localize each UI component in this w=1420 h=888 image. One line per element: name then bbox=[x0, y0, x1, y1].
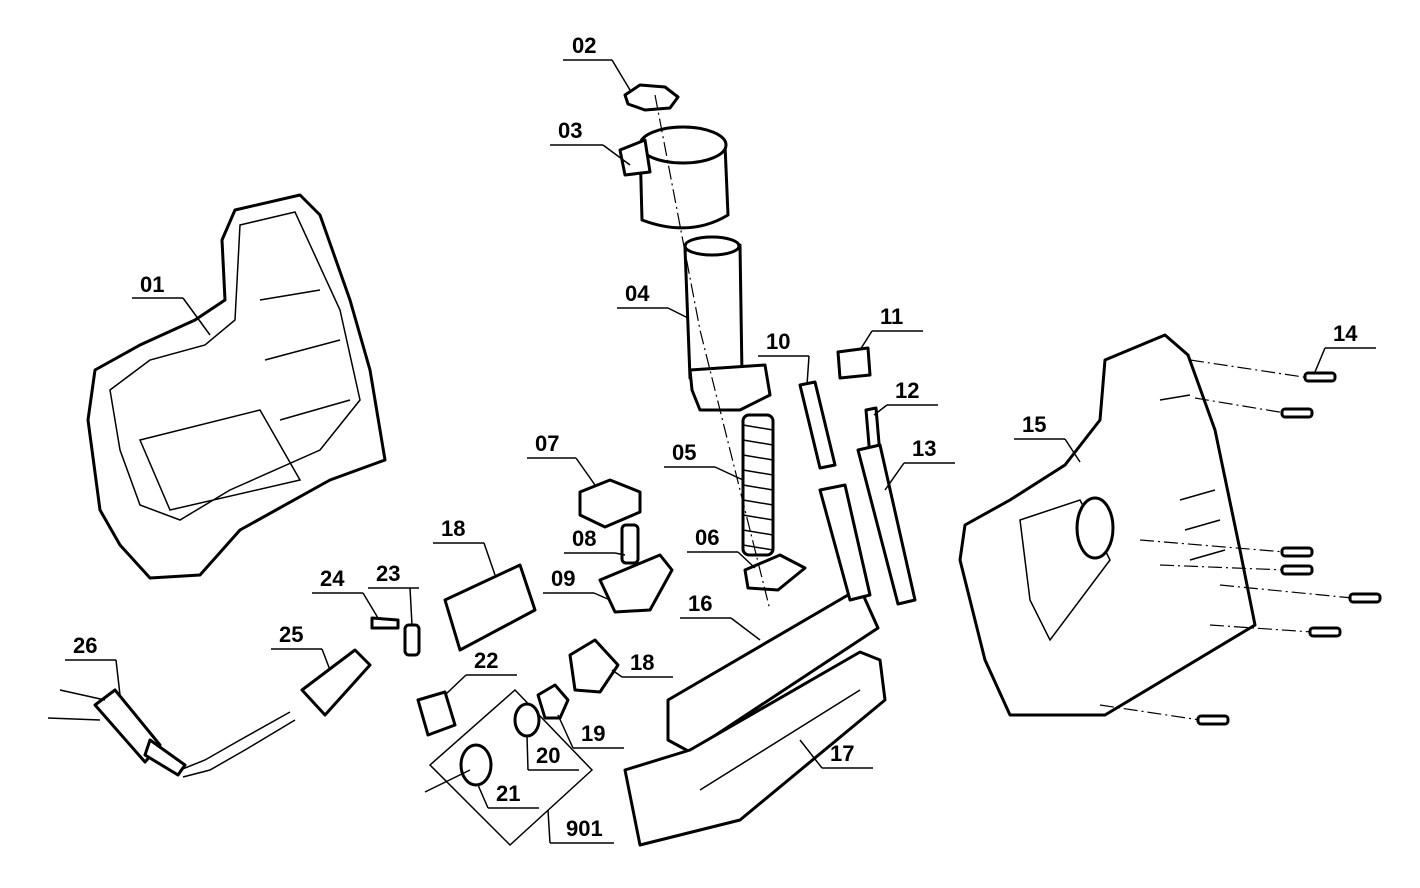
callout-08: 08 bbox=[564, 526, 626, 556]
svg-text:26: 26 bbox=[73, 633, 97, 658]
assembly-axis-line bbox=[654, 94, 771, 611]
part-25-cable-sleeve bbox=[300, 648, 372, 717]
svg-text:23: 23 bbox=[376, 561, 400, 586]
callout-23: 23 bbox=[368, 561, 419, 626]
svg-text:901: 901 bbox=[566, 816, 603, 841]
svg-text:25: 25 bbox=[279, 622, 303, 647]
svg-text:09: 09 bbox=[551, 566, 575, 591]
callout-14: 14 bbox=[1314, 321, 1376, 373]
svg-text:14: 14 bbox=[1333, 321, 1358, 346]
svg-text:18: 18 bbox=[441, 516, 465, 541]
svg-text:11: 11 bbox=[880, 304, 903, 329]
svg-text:15: 15 bbox=[1022, 412, 1046, 437]
part-13-slider bbox=[856, 443, 917, 606]
callout-22: 22 bbox=[444, 648, 517, 696]
callout-12: 12 bbox=[873, 378, 938, 416]
callout-26: 26 bbox=[65, 633, 121, 696]
svg-text:20: 20 bbox=[536, 743, 560, 768]
callout-17: 17 bbox=[799, 739, 873, 769]
part-08-spring bbox=[620, 523, 640, 565]
svg-text:04: 04 bbox=[625, 281, 650, 306]
svg-text:19: 19 bbox=[581, 721, 605, 746]
callout-901: 901 bbox=[547, 809, 614, 844]
part-26-power-plug bbox=[47, 688, 296, 778]
part-06-block bbox=[743, 553, 807, 592]
part-07-microswitch bbox=[578, 478, 642, 529]
callout-24: 24 bbox=[312, 566, 379, 619]
svg-text:17: 17 bbox=[830, 741, 854, 766]
svg-text:16: 16 bbox=[688, 591, 712, 616]
svg-text:02: 02 bbox=[572, 33, 596, 58]
callout-13: 13 bbox=[884, 436, 955, 491]
part-18-bracket bbox=[568, 638, 620, 694]
callout-01: 01 bbox=[132, 272, 211, 336]
callout-03: 03 bbox=[550, 118, 631, 166]
callout-18-bracket: 18 bbox=[611, 650, 673, 678]
svg-text:18: 18 bbox=[630, 650, 654, 675]
callout-02: 02 bbox=[563, 33, 631, 91]
callout-18-board: 18 bbox=[433, 516, 496, 576]
part-01-left-housing bbox=[86, 193, 387, 580]
callout-10: 10 bbox=[758, 329, 810, 386]
part-05-spring bbox=[741, 413, 775, 557]
part-14-screws bbox=[1099, 359, 1382, 726]
part-03-coil bbox=[618, 125, 730, 230]
part-11-clip bbox=[836, 346, 872, 380]
part-22-switch bbox=[416, 690, 457, 737]
svg-text:06: 06 bbox=[695, 525, 719, 550]
svg-text:05: 05 bbox=[672, 440, 696, 465]
part-20-gear bbox=[513, 702, 541, 738]
part-15-right-housing bbox=[958, 333, 1257, 717]
part-04-tube bbox=[683, 235, 772, 412]
svg-text:24: 24 bbox=[320, 566, 345, 591]
callout-15: 15 bbox=[1014, 412, 1081, 463]
svg-text:07: 07 bbox=[535, 431, 559, 456]
part-02-cap bbox=[623, 83, 680, 112]
part-19-knob-housing bbox=[536, 683, 570, 720]
part-16-magazine-rail bbox=[666, 483, 880, 754]
part-21-knob bbox=[459, 743, 493, 787]
svg-text:01: 01 bbox=[140, 272, 164, 297]
callout-25: 25 bbox=[271, 622, 331, 671]
part-23-clamp bbox=[403, 623, 421, 657]
callout-16: 16 bbox=[680, 591, 761, 641]
callout-19: 19 bbox=[557, 714, 624, 749]
part-09-trigger bbox=[598, 553, 674, 614]
callout-11: 11 bbox=[859, 304, 923, 351]
part-24-screw bbox=[370, 616, 400, 630]
svg-text:21: 21 bbox=[496, 781, 520, 806]
part-17-base bbox=[623, 650, 887, 847]
part-18-circuit-board bbox=[443, 563, 537, 652]
part-10-plate bbox=[798, 380, 837, 470]
callout-04: 04 bbox=[617, 281, 689, 319]
svg-text:12: 12 bbox=[895, 378, 919, 403]
svg-text:22: 22 bbox=[474, 648, 498, 673]
callout-20: 20 bbox=[526, 735, 579, 771]
callout-05: 05 bbox=[664, 440, 744, 481]
svg-text:10: 10 bbox=[766, 329, 790, 354]
callout-06: 06 bbox=[687, 525, 756, 569]
knob-axis-line bbox=[424, 769, 471, 793]
callout-09: 09 bbox=[543, 566, 611, 601]
svg-text:13: 13 bbox=[912, 436, 936, 461]
part-901-kit-box bbox=[428, 688, 594, 847]
svg-text:08: 08 bbox=[572, 526, 596, 551]
callout-07: 07 bbox=[527, 431, 596, 486]
svg-text:03: 03 bbox=[558, 118, 582, 143]
callout-21: 21 bbox=[477, 781, 539, 809]
